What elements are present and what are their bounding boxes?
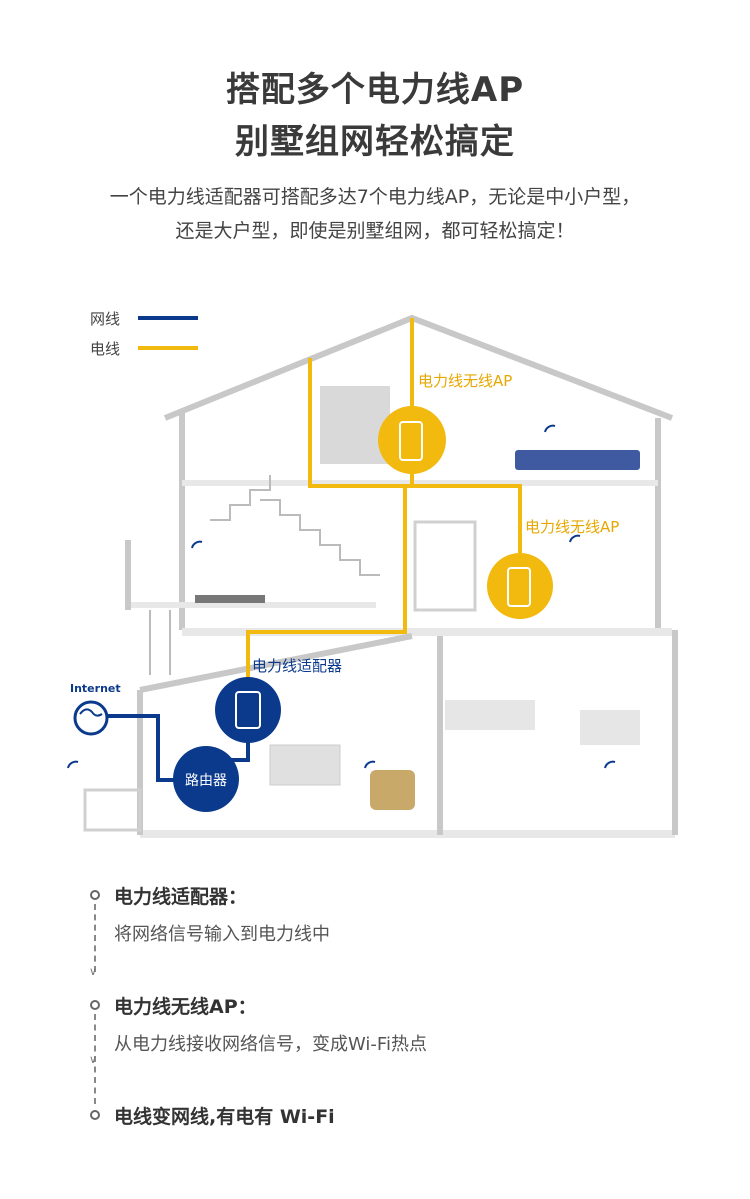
internet-label: Internet xyxy=(70,682,121,695)
step-connector xyxy=(94,904,96,972)
ap-top-label: 电力线无线AP xyxy=(418,372,512,390)
router-label: 路由器 xyxy=(185,773,227,789)
step-dot xyxy=(90,1000,100,1010)
legend: 网线 电线 xyxy=(90,310,198,358)
feature-steps: 电力线适配器： 将网络信号输入到电力线中 ∨ 电力线无线AP： 从电力线接收网络… xyxy=(86,880,706,1130)
ap-device-icon xyxy=(487,553,553,619)
adapter-device-icon xyxy=(215,677,281,743)
ap-middle: 电力线无线AP xyxy=(487,518,619,619)
page-title-line-1: 搭配多个电力线AP xyxy=(225,70,525,110)
floors xyxy=(128,480,675,838)
adapter: 电力线适配器 xyxy=(215,657,342,743)
step-3-title: 电线变网线,有电有 Wi-Fi xyxy=(114,1106,335,1128)
ap-device-icon xyxy=(378,406,446,474)
power-lines xyxy=(246,318,522,680)
step-dot xyxy=(90,1110,100,1120)
adapter-label: 电力线适配器 xyxy=(252,657,342,675)
step-connector xyxy=(94,1014,96,1104)
step-1-desc: 将网络信号输入到电力线中 xyxy=(114,924,330,945)
staircase xyxy=(149,475,380,675)
legend-power-label: 电线 xyxy=(90,340,120,358)
wifi-icon xyxy=(67,424,616,769)
step-2-desc: 从电力线接收网络信号，变成Wi-Fi热点 xyxy=(114,1034,427,1055)
internet: Internet xyxy=(70,682,121,736)
subtitle-line-1: 一个电力线适配器可搭配多达7个电力线AP，无论是中小户型， xyxy=(109,186,641,208)
legend-network-label: 网线 xyxy=(90,310,120,328)
step-dot xyxy=(90,890,100,900)
house-network-diagram: 网线 电线 xyxy=(67,310,678,838)
globe-icon xyxy=(73,700,109,736)
chevron-down-icon: ∨ xyxy=(89,965,98,978)
step-1-title: 电力线适配器： xyxy=(114,886,248,908)
ap-top: 电力线无线AP xyxy=(378,372,512,474)
router: 路由器 xyxy=(173,746,239,812)
step-2-title: 电力线无线AP： xyxy=(114,996,257,1018)
chevron-down-icon: ∨ xyxy=(89,1053,98,1066)
page-title-line-2: 别墅组网轻松搞定 xyxy=(235,122,515,162)
ap-middle-label: 电力线无线AP xyxy=(525,518,619,536)
subtitle-line-2: 还是大户型，即使是别墅组网，都可轻松搞定！ xyxy=(175,220,575,242)
furniture xyxy=(83,386,640,832)
house xyxy=(163,314,674,630)
